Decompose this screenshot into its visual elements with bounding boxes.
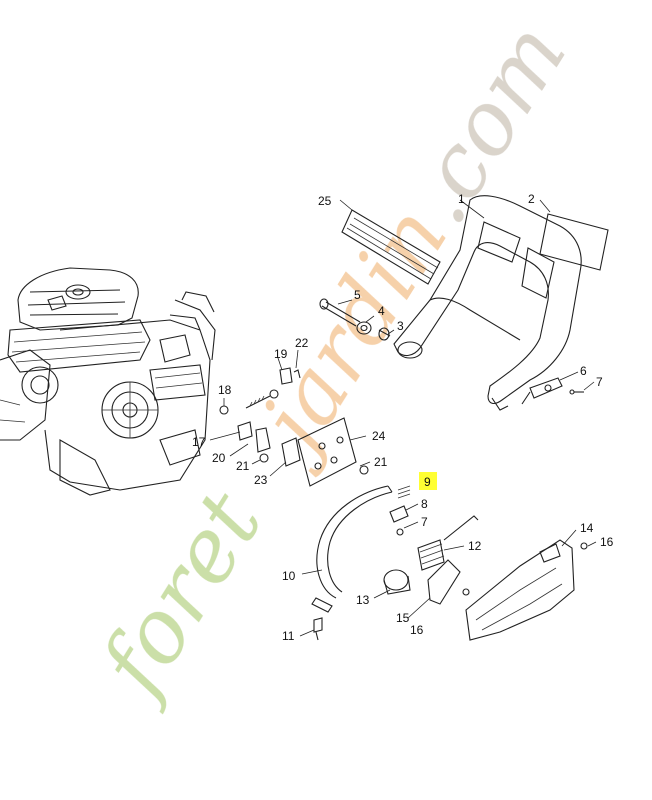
part-label-15: 15 — [396, 611, 410, 625]
part-label-17: 17 — [192, 435, 206, 449]
part-label-13: 13 — [356, 593, 370, 607]
part-label-7-upper: 7 — [596, 375, 603, 389]
cover-plate — [297, 417, 369, 487]
part-label-10: 10 — [282, 569, 296, 583]
part-label-2: 2 — [528, 192, 535, 206]
lever-pin-assembly — [521, 377, 584, 405]
part-label-5: 5 — [354, 288, 361, 302]
part-label-18: 18 — [218, 383, 232, 397]
brake-band — [311, 485, 393, 613]
part-label-12: 12 — [468, 539, 482, 553]
chain-brake-handle — [393, 195, 582, 411]
watermark-text-part-3: .com — [385, 5, 586, 241]
spring-and-pin-set — [383, 485, 479, 595]
part-label-24: 24 — [372, 429, 386, 443]
engine-block-illustration — [0, 267, 216, 496]
part-label-7-lower: 7 — [421, 515, 428, 529]
part-label-1: 1 — [458, 192, 465, 206]
part-label-25: 25 — [318, 194, 332, 208]
part-label-16-right: 16 — [600, 535, 614, 549]
part-9-highlight — [419, 472, 437, 490]
watermark-text-part-1: foret — [77, 474, 282, 717]
part-label-20: 20 — [212, 451, 226, 465]
bracket-15 — [427, 559, 470, 605]
hand-guard-plate — [539, 213, 609, 271]
part-label-9: 9 — [424, 475, 431, 489]
screw-11 — [313, 617, 323, 641]
part-label-19: 19 — [274, 347, 288, 361]
rubber-grip — [341, 209, 441, 285]
part-number-labels: 25 1 2 5 4 3 6 7 19 22 18 17 20 21 23 24… — [192, 192, 614, 643]
bolt-and-bushing-set — [319, 298, 391, 341]
part-label-3: 3 — [397, 319, 404, 333]
bracket-hardware — [219, 367, 301, 467]
part-label-4: 4 — [378, 304, 385, 318]
watermark: foret jardin .com — [77, 5, 586, 716]
part-label-21-right: 21 — [374, 455, 388, 469]
part-label-6: 6 — [580, 364, 587, 378]
part-label-21-left: 21 — [236, 459, 250, 473]
part-label-14: 14 — [580, 521, 594, 535]
part-label-8: 8 — [421, 497, 428, 511]
part-label-11: 11 — [282, 629, 295, 643]
part-label-16-left: 16 — [410, 623, 424, 637]
part-label-22: 22 — [295, 336, 309, 350]
leader-lines — [209, 199, 597, 637]
part-label-23: 23 — [254, 473, 268, 487]
sprocket-cover — [465, 539, 588, 641]
